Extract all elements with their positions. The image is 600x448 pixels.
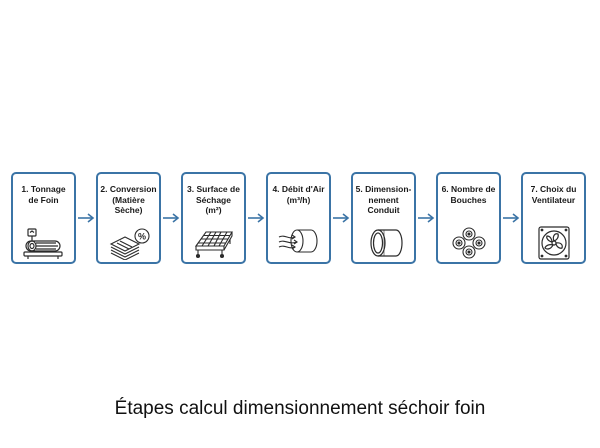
stacked-sheets-percent-icon: % — [109, 228, 150, 260]
step-7-label: 7. Choix du Ventilateur — [530, 184, 577, 205]
step-5-label: 5. Dimension- nement Conduit — [355, 184, 412, 215]
step-4-label: 4. Débit d'Air (m³/h) — [272, 184, 325, 205]
air-vents-icon — [451, 227, 486, 259]
arrow-right-icon — [503, 213, 520, 223]
step-3-box: 3. Surface de Séchage (m²) — [181, 172, 246, 264]
step-3-label: 3. Surface de Séchage (m²) — [187, 184, 240, 215]
airflow-duct-icon — [278, 229, 318, 253]
step-2-label: 2. Conversion (Matière Sèche) — [100, 184, 157, 215]
scale-with-hay-bale-icon — [22, 228, 63, 259]
arrow-right-icon — [78, 213, 95, 223]
step-5-box: 5. Dimension- nement Conduit — [351, 172, 416, 264]
step-7-box: 7. Choix du Ventilateur — [521, 172, 586, 264]
step-6-box: 6. Nombre de Bouches — [436, 172, 501, 264]
fan-icon — [537, 226, 570, 260]
arrow-right-icon — [333, 213, 350, 223]
arrow-right-icon — [248, 213, 265, 223]
arrow-right-icon — [418, 213, 435, 223]
step-2-box: 2. Conversion (Matière Sèche) % — [96, 172, 161, 264]
step-1-box: 1. Tonnage de Foin — [11, 172, 76, 264]
duct-pipe-icon — [369, 229, 403, 257]
step-4-box: 4. Débit d'Air (m³/h) — [266, 172, 331, 264]
drying-grid-platform-icon — [194, 231, 233, 259]
arrow-right-icon — [163, 213, 180, 223]
diagram-caption: Étapes calcul dimensionnement séchoir fo… — [114, 398, 486, 419]
svg-text:%: % — [137, 232, 145, 242]
step-6-label: 6. Nombre de Bouches — [441, 184, 496, 205]
step-1-label: 1. Tonnage de Foin — [21, 184, 66, 205]
